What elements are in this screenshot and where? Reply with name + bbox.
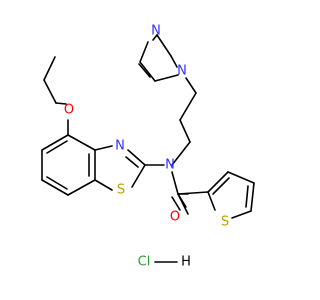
bond-thz-3: [131, 164, 146, 188]
atom-imidazole-n-link: N: [177, 64, 187, 79]
bond-chain-1: [185, 77, 197, 94]
molecule-structure: N N O N S N O S Cl H: [41, 24, 255, 270]
bond-imid-4: [139, 61, 156, 82]
atom-amide-n: N: [165, 158, 175, 173]
bond-thio-0: [177, 191, 209, 195]
bond-imid-3: [154, 74, 179, 82]
bond-chain-3: [179, 119, 191, 143]
bond-thio-2: [227, 171, 255, 184]
bond-benz-4: [41, 179, 69, 196]
bond-ethoxy-3: [55, 102, 67, 105]
bond-co-1: [177, 193, 187, 208]
bond-thz-4: [94, 179, 113, 191]
bond-imid-1: [156, 34, 172, 57]
bond-thio-3: [250, 182, 255, 212]
bond-imid-2: [170, 55, 178, 68]
bond-thz-2b: [125, 156, 139, 168]
bond-benz-3: [67, 179, 96, 196]
bond-thio-4: [231, 210, 252, 219]
bond-benz-4b: [46, 176, 68, 190]
bond-ethoxy-2: [43, 79, 57, 104]
bond-benz-1: [67, 134, 96, 151]
atom-salt-h: H: [181, 255, 191, 270]
bond-thio-1b: [212, 177, 230, 195]
atom-labels: N N O N S N O S Cl H: [64, 24, 229, 270]
bond-thio-3b: [245, 185, 249, 208]
bond-co-2: [171, 196, 181, 211]
bond-imid-6: [152, 34, 158, 41]
atom-thiazole-n: N: [115, 139, 125, 154]
bond-thz-2: [127, 149, 146, 166]
atom-thiophene-s: S: [221, 215, 229, 230]
bond-thio-1: [207, 171, 229, 193]
bond-imid-4b: [138, 63, 151, 78]
atom-ethoxy-o: O: [64, 103, 74, 118]
atom-salt-cl: Cl: [138, 255, 151, 270]
bond-chain-2: [179, 92, 197, 121]
bonds: [41, 34, 255, 263]
bond-imid-5: [139, 41, 149, 63]
atom-imidazole-n-top: N: [151, 24, 161, 39]
bond-thz-1: [94, 145, 113, 151]
bond-benz-6: [41, 134, 69, 151]
bond-chain-4: [171, 141, 191, 166]
atom-thiazole-s: S: [117, 183, 125, 198]
bond-benz-6b: [46, 140, 68, 154]
bond-ethoxy-1: [43, 56, 56, 81]
bond-amide-2: [171, 171, 179, 195]
bond-thio-5: [207, 191, 216, 211]
atom-carbonyl-o: O: [170, 210, 180, 225]
